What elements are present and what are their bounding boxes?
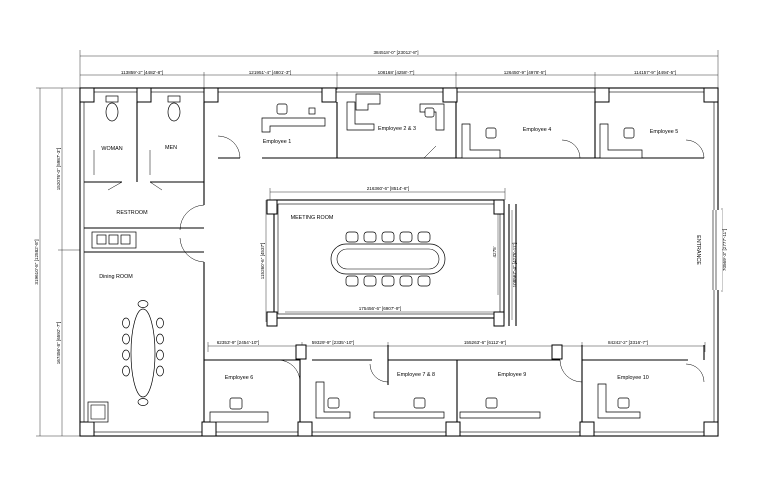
room-label-employee-1: Employee 1 <box>263 139 291 145</box>
dim-bottom-seg4: 84242'-2" [3316'-7"] <box>608 340 648 345</box>
dim-overall-height: 319610'-8" [12582'-8"] <box>34 239 39 284</box>
room-label-restroom: RESTROOM <box>116 210 148 216</box>
room-label-employee-7-8: Employee 7 & 8 <box>397 372 435 378</box>
room-label-employee-4: Employee 4 <box>523 127 551 133</box>
top-offices <box>217 93 705 159</box>
dim-bottom-seg1: 62353'-9" [2454'-10"] <box>217 340 260 345</box>
room-label-entrance: ENTRANCE <box>695 235 701 265</box>
dim-meeting-right-short: 4275' <box>492 246 497 257</box>
dim-seg4: 126450'-9" [4978'-5"] <box>504 70 547 75</box>
bottom-offices <box>204 344 705 423</box>
outer-walls <box>79 87 722 437</box>
dim-seg3: 108168' [4258'-7"] <box>378 70 415 75</box>
dim-seg1: 113859'-2" [4482'-8"] <box>121 70 163 75</box>
dim-meeting-right: 108567'-4" [4275'-11"] <box>512 243 517 288</box>
meeting-room <box>266 199 517 327</box>
room-label-employee-10: Employee 10 <box>617 375 648 381</box>
dim-left-lower: 167456'-8" [6592'-7"] <box>56 322 61 365</box>
dim-meeting-left: 115260'-6" [4537'] <box>260 243 265 280</box>
columns <box>79 87 719 437</box>
dim-bottom-seg3: 155263'-6" [6112'-9"] <box>464 340 506 345</box>
room-label-employee-9: Employee 9 <box>498 372 526 378</box>
restroom-area <box>84 95 205 422</box>
dim-bottom-seg2: 59329'-9" [2335'-10"] <box>312 340 355 345</box>
dim-left-upper: 152076'-0" [5987'-3"] <box>56 148 61 191</box>
dim-meeting-bottom: 175456'-6" [6907'-9"] <box>359 306 402 311</box>
dim-seg5: 114157'-9" [4494'-5"] <box>634 70 676 75</box>
dining-room <box>87 300 164 423</box>
room-label-men: MEN <box>165 145 177 151</box>
room-label-employee-5: Employee 5 <box>650 129 678 135</box>
dim-meeting-top: 216360'-6" [8514'-6"] <box>367 186 410 191</box>
dim-overall-width: 384518'-0" [23012'-8"] <box>373 50 418 55</box>
room-label-employee-6: Employee 6 <box>225 375 253 381</box>
dim-seg2: 121951'-4" [4801'-3"] <box>249 70 292 75</box>
room-label-meeting: MEETING ROOM <box>291 215 334 221</box>
room-label-woman: WOMAN <box>101 146 122 152</box>
dim-entrance: 70569'-3" [2777'-11"] <box>722 229 727 271</box>
room-label-employee-2-3: Employee 2 & 3 <box>378 126 416 132</box>
room-label-dining: Dining ROOM <box>99 274 133 280</box>
